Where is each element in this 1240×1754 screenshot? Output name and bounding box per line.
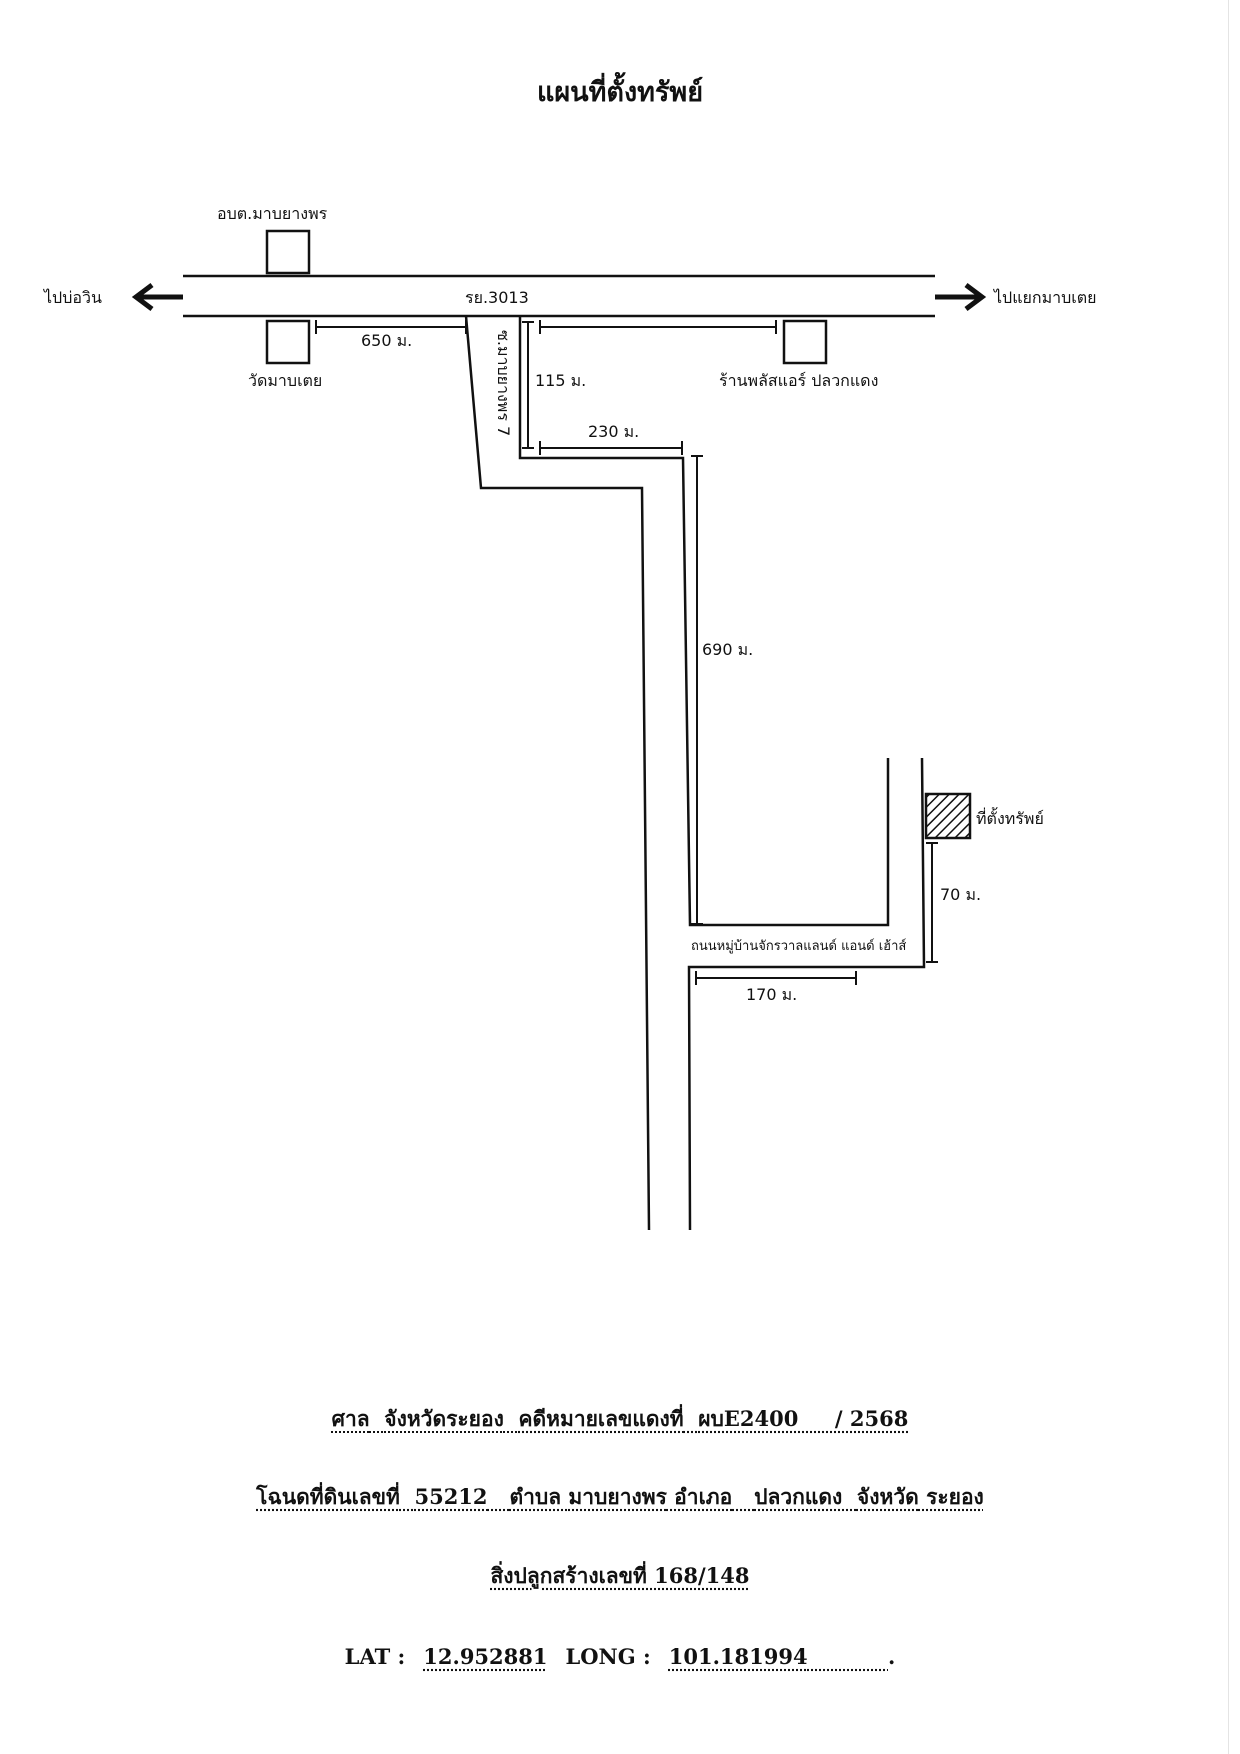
road-lines [183,274,935,1231]
lat-value: 12.952881 [423,1644,548,1669]
case-label: คดีหมายเลขแดงที่ [518,1406,684,1431]
district-label: อำเภอ [674,1484,733,1509]
arrow-right-icon [935,283,987,311]
distance-650: 650 ม. [361,331,412,350]
coordinates-end: . [888,1644,896,1669]
main-road-label: รย.3013 [465,288,529,307]
court-province: จังหวัดระยอง [384,1406,504,1431]
property-label: ที่ตั้งทรัพย์ [976,807,1044,828]
deed-number: 55212 [414,1484,488,1509]
side-road-label: ซ.มาบยางพร 7 [494,330,513,436]
dimension-lines [315,320,938,985]
deed-line: โฉนดที่ดินเลขที่ 55212 ตำบล มาบยางพร อำเ… [0,1481,1240,1514]
page-title: แผนที่ตั้งทรัพย์ [536,77,704,108]
arrow-left-icon [131,283,183,311]
distance-230: 230 ม. [588,422,639,441]
subdistrict-value: มาบยางพร [568,1484,667,1509]
distance-690: 690 ม. [702,640,753,659]
court-case-line: ศาล จังหวัดระยอง คดีหมายเลขแดงที่ ผบE240… [0,1403,1240,1436]
province-label: จังหวัด [856,1484,919,1509]
village-road-edge [687,757,926,1231]
long-label: LONG : [565,1644,651,1669]
case-number: ผบE2400 [698,1406,799,1431]
building-number: 168/148 [654,1563,750,1588]
building-label: สิ่งปลูกสร้างเลขที่ [490,1563,647,1588]
property-marker-icon [924,792,972,840]
soi-left-edge [464,315,651,1231]
deed-label: โฉนดที่ดินเลขที่ [256,1484,400,1509]
long-value: 101.181994 [668,1644,808,1669]
obt-label: อบต.มาบยางพร [217,204,328,223]
soi-right-edge [518,316,890,927]
lat-label: LAT : [344,1644,406,1669]
obt-building-icon [265,229,311,275]
court-label: ศาล [331,1406,370,1431]
direction-right-label: ไปแยกมาบเตย [992,288,1097,307]
distance-70: 70 ม. [940,885,981,904]
scan-edge-line [1228,0,1229,1754]
building-line: สิ่งปลูกสร้างเลขที่ 168/148 [0,1560,1240,1593]
wat-building-icon [265,319,311,365]
wat-label: วัดมาบเตย [248,371,322,390]
province-value: ระยอง [926,1484,984,1509]
village-road-label: ถนนหมู่บ้านจักรวาลแลนด์ แอนด์ เฮ้าส์ [691,938,906,954]
shop-label: ร้านพลัสแอร์ ปลวกแดง [719,371,878,390]
coordinates-line: LAT : 12.952881 LONG : 101.181994 . [0,1644,1240,1669]
distance-170: 170 ม. [746,985,797,1004]
direction-left-label: ไปบ่อวิน [42,288,102,307]
case-year: / 2568 [834,1406,909,1431]
subdistrict-label: ตำบล [509,1484,562,1509]
distance-115: 115 ม. [535,371,586,390]
district-value: ปลวกแดง [754,1484,843,1509]
shop-building-icon [782,319,828,365]
